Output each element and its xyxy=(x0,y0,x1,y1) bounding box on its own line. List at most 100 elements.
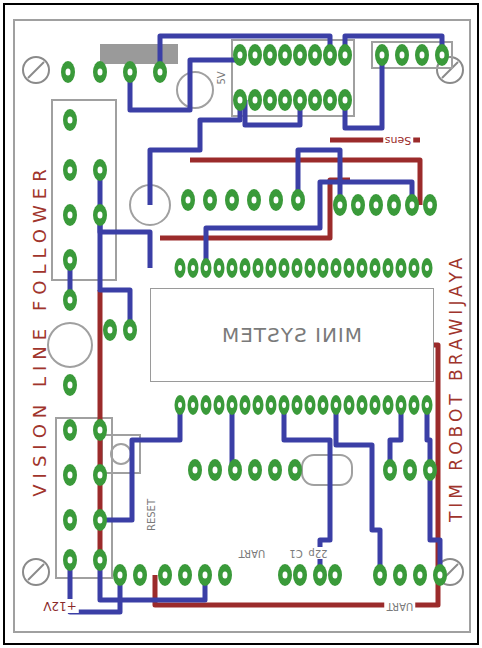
silkscreen-outline xyxy=(56,418,112,578)
solder-pad xyxy=(253,258,264,278)
connector-label: UART xyxy=(385,600,416,612)
solder-pad xyxy=(435,44,449,66)
solder-pad xyxy=(369,194,383,216)
solder-pad xyxy=(383,459,397,481)
solder-pad xyxy=(253,395,264,415)
solder-pad xyxy=(318,395,329,415)
solder-pad xyxy=(93,509,107,531)
solder-pad xyxy=(433,564,447,586)
solder-pad xyxy=(227,258,238,278)
board-frame xyxy=(14,20,470,632)
solder-pad xyxy=(175,395,186,415)
solder-pad xyxy=(338,89,352,111)
board-frame xyxy=(4,4,478,644)
solder-pad xyxy=(227,395,238,415)
solder-pad xyxy=(331,258,342,278)
solder-pad xyxy=(201,395,212,415)
solder-pad xyxy=(248,44,262,66)
silkscreen-outline xyxy=(48,40,452,578)
blue-trace xyxy=(100,170,150,268)
solder-pad xyxy=(93,204,107,226)
solder-pad xyxy=(248,459,262,481)
solder-pad xyxy=(233,89,247,111)
solder-pad xyxy=(403,459,417,481)
solder-pad xyxy=(248,89,262,111)
switch-label: RESET xyxy=(146,497,158,533)
red-trace xyxy=(100,140,438,605)
solder-pad xyxy=(113,564,127,586)
solder-pad xyxy=(214,258,225,278)
solder-pad xyxy=(240,258,251,278)
solder-pad xyxy=(338,44,352,66)
solder-pad xyxy=(423,194,437,216)
power-label: +12V xyxy=(41,599,79,613)
solder-pad xyxy=(313,564,327,586)
solder-pad xyxy=(308,44,322,66)
solder-pad xyxy=(318,258,329,278)
solder-pad xyxy=(422,395,433,415)
solder-pad xyxy=(214,395,225,415)
solder-pad xyxy=(405,194,419,216)
mounting-hole xyxy=(28,564,44,580)
solder-pad xyxy=(323,44,337,66)
solder-pad xyxy=(63,549,77,571)
silkscreen-outline xyxy=(232,40,354,116)
solder-pad xyxy=(293,564,307,586)
mounting-hole xyxy=(23,57,463,585)
solder-pad xyxy=(291,189,305,211)
solder-pad xyxy=(422,258,433,278)
silkscreen-outline xyxy=(372,42,452,68)
blue-trace xyxy=(150,100,240,205)
solder-pad xyxy=(328,564,342,586)
mounting-hole xyxy=(28,62,44,78)
solder-pad xyxy=(395,44,409,66)
solder-pad xyxy=(375,44,389,66)
solder-pad xyxy=(218,564,232,586)
solder-pad xyxy=(63,159,77,181)
silkscreen-outline xyxy=(177,72,213,108)
solder-pad xyxy=(279,395,290,415)
solder-pad xyxy=(292,395,303,415)
solder-pad xyxy=(370,258,381,278)
solder-pad xyxy=(351,194,365,216)
solder-pad xyxy=(413,564,427,586)
board-title: VISION LINE FOLLOWER xyxy=(30,161,50,498)
solder-pad xyxy=(278,44,292,66)
solder-pad xyxy=(344,258,355,278)
solder-pad xyxy=(61,61,75,83)
connector-label: UART xyxy=(237,547,268,559)
solder-pad xyxy=(269,189,283,211)
solder-pad xyxy=(63,419,77,441)
solder-pad xyxy=(201,258,212,278)
solder-pad xyxy=(225,189,239,211)
solder-pad xyxy=(61,44,449,586)
solder-pad xyxy=(357,258,368,278)
board-frame xyxy=(4,4,478,644)
solder-pad xyxy=(278,89,292,111)
power-label: 5V xyxy=(216,69,228,86)
solder-pad xyxy=(370,395,381,415)
solder-pad xyxy=(263,89,277,111)
blue-trace xyxy=(100,215,130,330)
blue-trace xyxy=(284,405,330,575)
solder-pad xyxy=(263,44,277,66)
solder-pad xyxy=(268,459,282,481)
solder-pad xyxy=(308,89,322,111)
solder-pad xyxy=(396,258,407,278)
solder-pad xyxy=(409,258,420,278)
solder-pad xyxy=(278,564,292,586)
solder-pad xyxy=(333,194,347,216)
component-value: 22p xyxy=(306,547,329,559)
connector-label: Sens xyxy=(383,134,413,147)
blue-trace xyxy=(206,182,412,268)
solder-pad xyxy=(63,374,77,396)
solder-pad xyxy=(357,395,368,415)
solder-pad xyxy=(153,61,167,83)
component-name: C1 xyxy=(287,547,304,559)
silkscreen-outline xyxy=(100,44,178,64)
silkscreen-outline xyxy=(302,455,352,485)
solder-pad xyxy=(93,464,107,486)
solder-pad xyxy=(393,564,407,586)
blue-trace xyxy=(345,55,382,128)
solder-pad xyxy=(387,194,401,216)
